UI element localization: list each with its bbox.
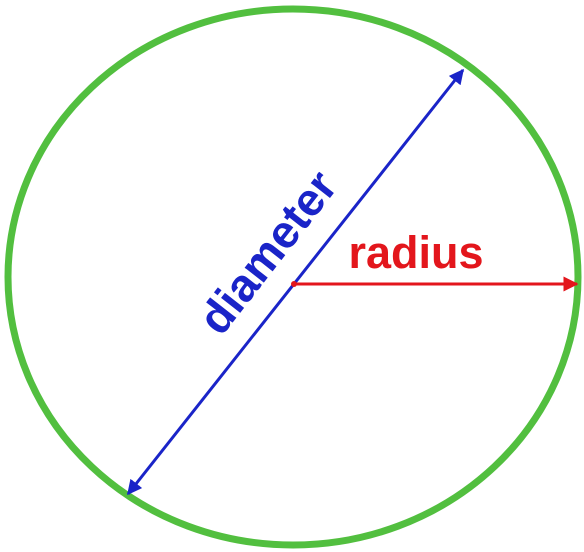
radius-label: radius — [348, 227, 483, 278]
circle-outline — [4, 5, 582, 549]
center-point — [291, 281, 297, 287]
